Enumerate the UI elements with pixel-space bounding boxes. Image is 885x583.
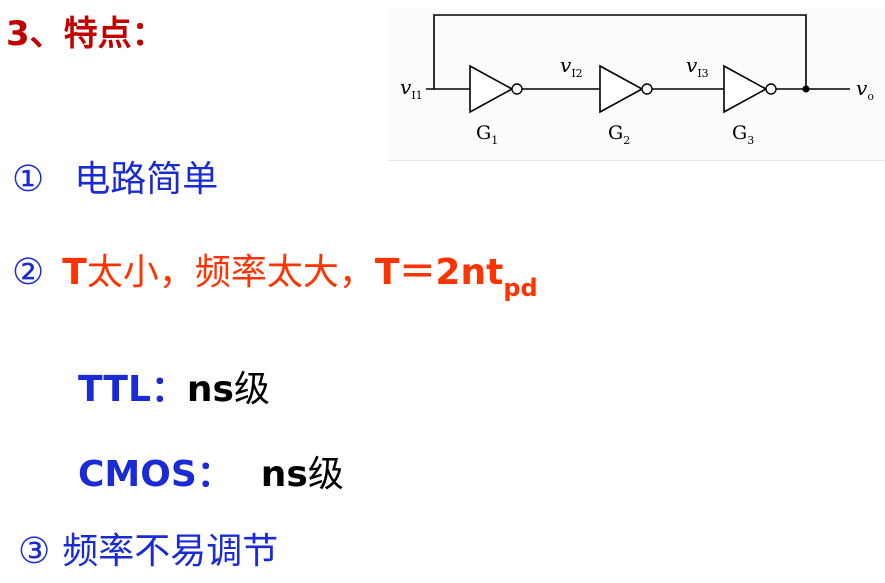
cmos-suffix: 级 xyxy=(307,454,344,495)
ttl-unit: ns xyxy=(186,369,234,410)
cmos-delay-line: CMOS： ns级 xyxy=(78,445,344,497)
item-number-1: ① xyxy=(12,159,45,200)
gate-label-3: G3 xyxy=(732,122,754,147)
inverter-gate-2 xyxy=(599,64,653,114)
item-number-2: ② xyxy=(12,252,45,293)
cmos-label: CMOS： xyxy=(78,454,233,495)
item-text-2: 太小，频率太大， xyxy=(86,252,375,293)
output-label: vo xyxy=(856,76,874,103)
gate-label-1: G1 xyxy=(476,122,498,147)
junction-dot xyxy=(802,85,810,93)
formula-subscript: pd xyxy=(503,274,538,302)
item-text-3: 频率不易调节 xyxy=(62,531,279,572)
feedback-wire xyxy=(433,14,807,89)
feature-item-3: ③ 频率不易调节 xyxy=(18,522,278,574)
item-number-3: ③ xyxy=(18,531,51,572)
ttl-suffix: 级 xyxy=(233,369,270,410)
cmos-unit: ns xyxy=(260,454,308,495)
inverter-gate-3 xyxy=(723,64,777,114)
gate-label-2: G2 xyxy=(608,122,630,147)
inverter-gate-1 xyxy=(469,64,523,114)
ring-oscillator-diagram: vI1 vI2 vI3 vo G1 G2 G3 xyxy=(388,8,885,161)
node3-label: vI3 xyxy=(686,53,709,80)
section-heading: 3、特点： xyxy=(6,14,166,54)
input-label: vI1 xyxy=(400,75,423,102)
feature-item-1: ① 电路简单 xyxy=(12,150,218,202)
item-text-1: 电路简单 xyxy=(74,159,219,200)
period-symbol: T xyxy=(62,252,87,293)
ttl-delay-line: TTL：ns级 xyxy=(78,360,270,412)
ttl-label: TTL： xyxy=(78,369,187,410)
period-formula: T＝2nt xyxy=(374,252,504,293)
node2-label: vI2 xyxy=(560,53,583,80)
